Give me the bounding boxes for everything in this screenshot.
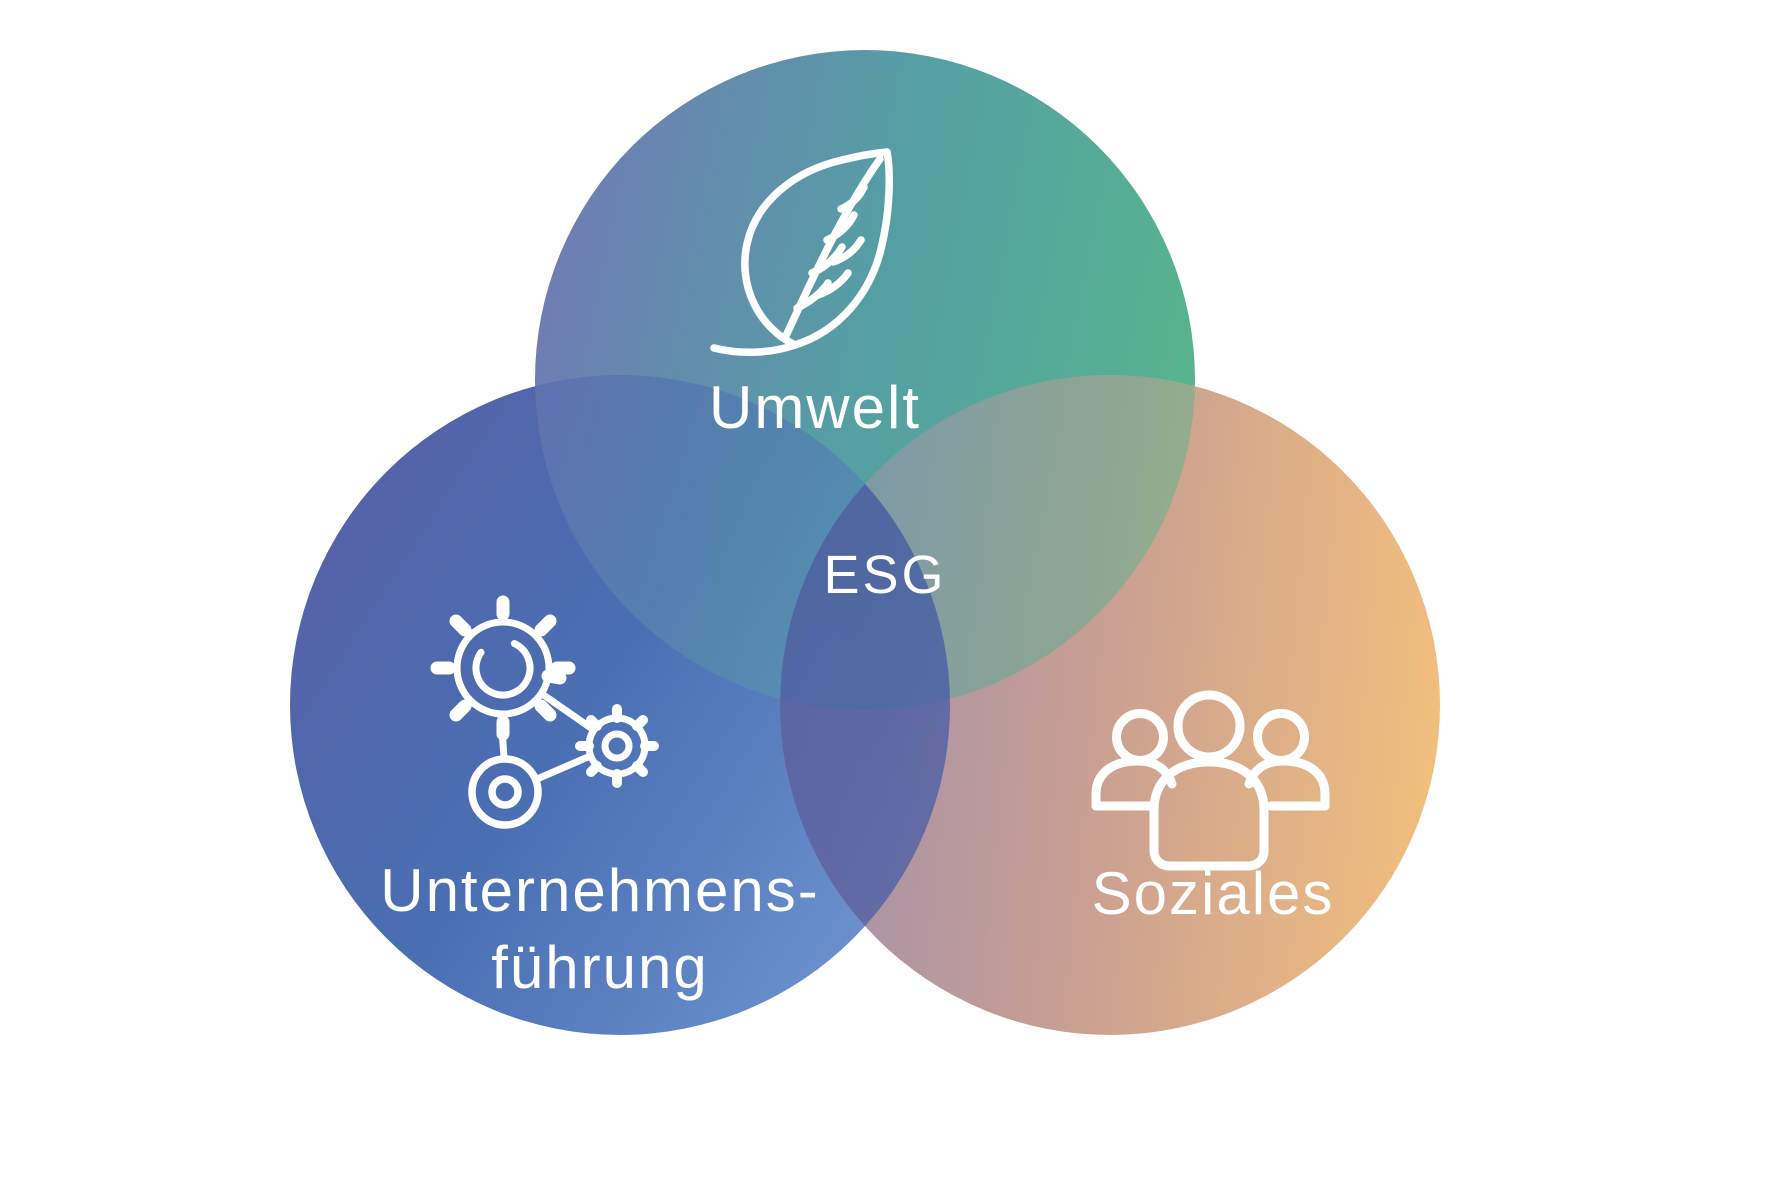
people-icon (1091, 690, 1330, 871)
node-circle (468, 755, 542, 829)
big-gear (430, 595, 576, 741)
label-soziales: Soziales (1091, 860, 1335, 927)
label-umwelt: Umwelt (708, 374, 922, 441)
gears-icon (430, 595, 659, 829)
label-esg-center: ESG (823, 545, 947, 605)
label-unternehmensfuehrung: Unternehmens- führung (380, 852, 820, 1006)
small-gear (575, 704, 659, 788)
label-unternehmensfuehrung-line1: Unternehmens- (380, 857, 820, 924)
leaf-icon (710, 148, 893, 357)
label-unternehmensfuehrung-line2: führung (491, 934, 709, 1001)
